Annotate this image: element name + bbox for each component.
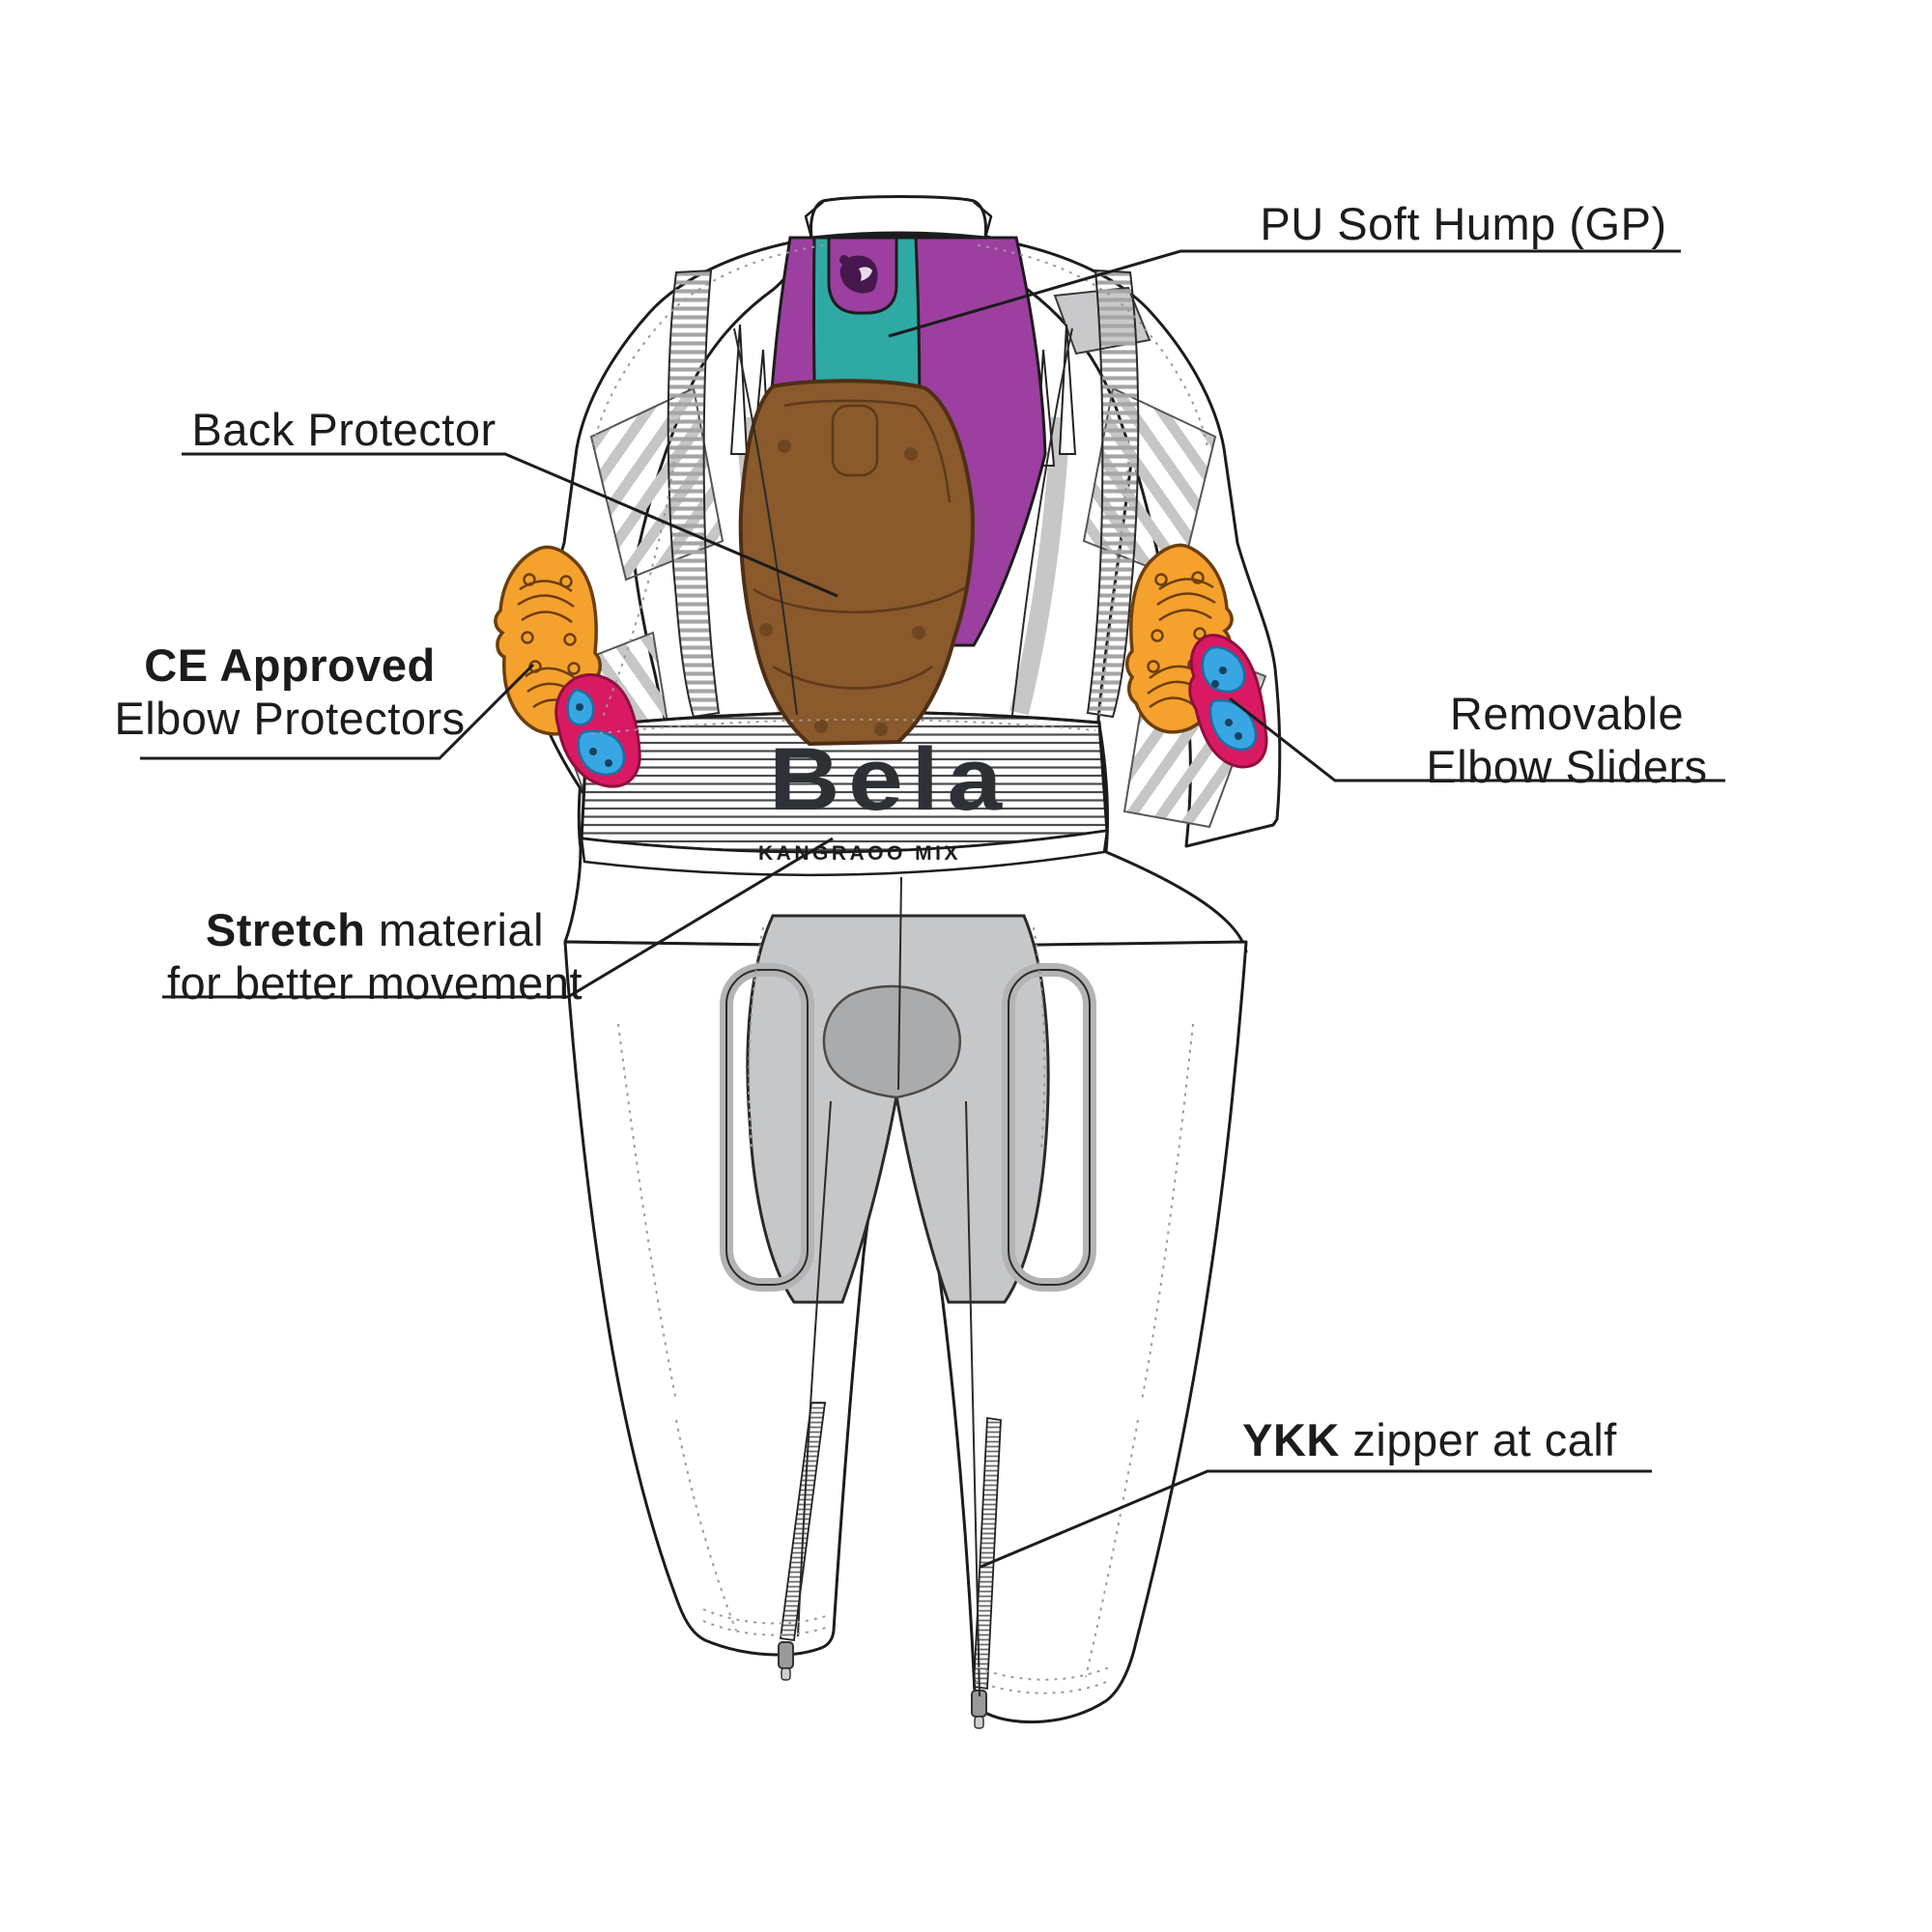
label-back-protector: Back Protector xyxy=(102,404,585,457)
label-pu-soft-hump-text: PU Soft Hump (GP) xyxy=(1260,198,1667,249)
left-elbow-slider xyxy=(554,673,641,788)
label-ykk-rest-text: zipper at calf xyxy=(1339,1414,1617,1465)
leader-removable-sliders xyxy=(1229,696,1725,782)
label-removable-line2-text: Elbow Sliders xyxy=(1426,740,1708,792)
label-ykk-zipper: YKK zipper at calf xyxy=(1188,1414,1671,1467)
leader-stretch xyxy=(162,837,834,999)
back-protector-pad xyxy=(738,379,976,747)
label-removable-elbow-sliders: Removable Elbow Sliders xyxy=(1325,688,1808,793)
seam-lines xyxy=(733,327,1073,1697)
right-elbow-slider xyxy=(1188,634,1268,769)
stitch-dotted-lines xyxy=(590,244,1208,1694)
label-ce-elbow-protectors: CE Approved Elbow Protectors xyxy=(48,639,531,745)
kangaroo-mix-label: KANGRAOO MIX xyxy=(758,842,961,865)
label-stretch-bold-text: Stretch xyxy=(205,904,366,955)
bela-logo: Bela xyxy=(769,730,1010,829)
seat-side-handles xyxy=(720,963,1096,1292)
waist-belt: Bela KANGRAOO MIX xyxy=(580,710,1109,877)
seat-center-patch xyxy=(822,984,961,1099)
leader-ce-elbow xyxy=(140,663,535,760)
label-removable-line1-text: Removable xyxy=(1449,688,1685,739)
label-ce-line2-text: Elbow Protectors xyxy=(114,692,466,744)
left-calf-zipper xyxy=(778,1402,827,1681)
bear-logo-icon xyxy=(839,255,878,294)
annotation-lines xyxy=(140,249,1725,1569)
collar xyxy=(810,195,987,240)
label-ykk-bold-text: YKK xyxy=(1242,1414,1340,1465)
protector-rivets xyxy=(759,440,925,736)
leader-ykk xyxy=(980,1469,1652,1569)
leader-pu-soft-hump xyxy=(888,249,1681,338)
leader-back-protector xyxy=(182,452,838,598)
label-back-protector-text: Back Protector xyxy=(191,404,497,455)
label-ce-bold-text: CE Approved xyxy=(144,639,436,691)
label-pu-soft-hump: PU Soft Hump (GP) xyxy=(1222,198,1705,251)
ladder-stitch-bands xyxy=(667,269,1140,719)
label-stretch-line2-text: for better movement xyxy=(166,956,583,1009)
label-stretch-rest-text: material xyxy=(365,904,545,955)
label-stretch-material: Stretch material for better movement xyxy=(133,904,616,1009)
